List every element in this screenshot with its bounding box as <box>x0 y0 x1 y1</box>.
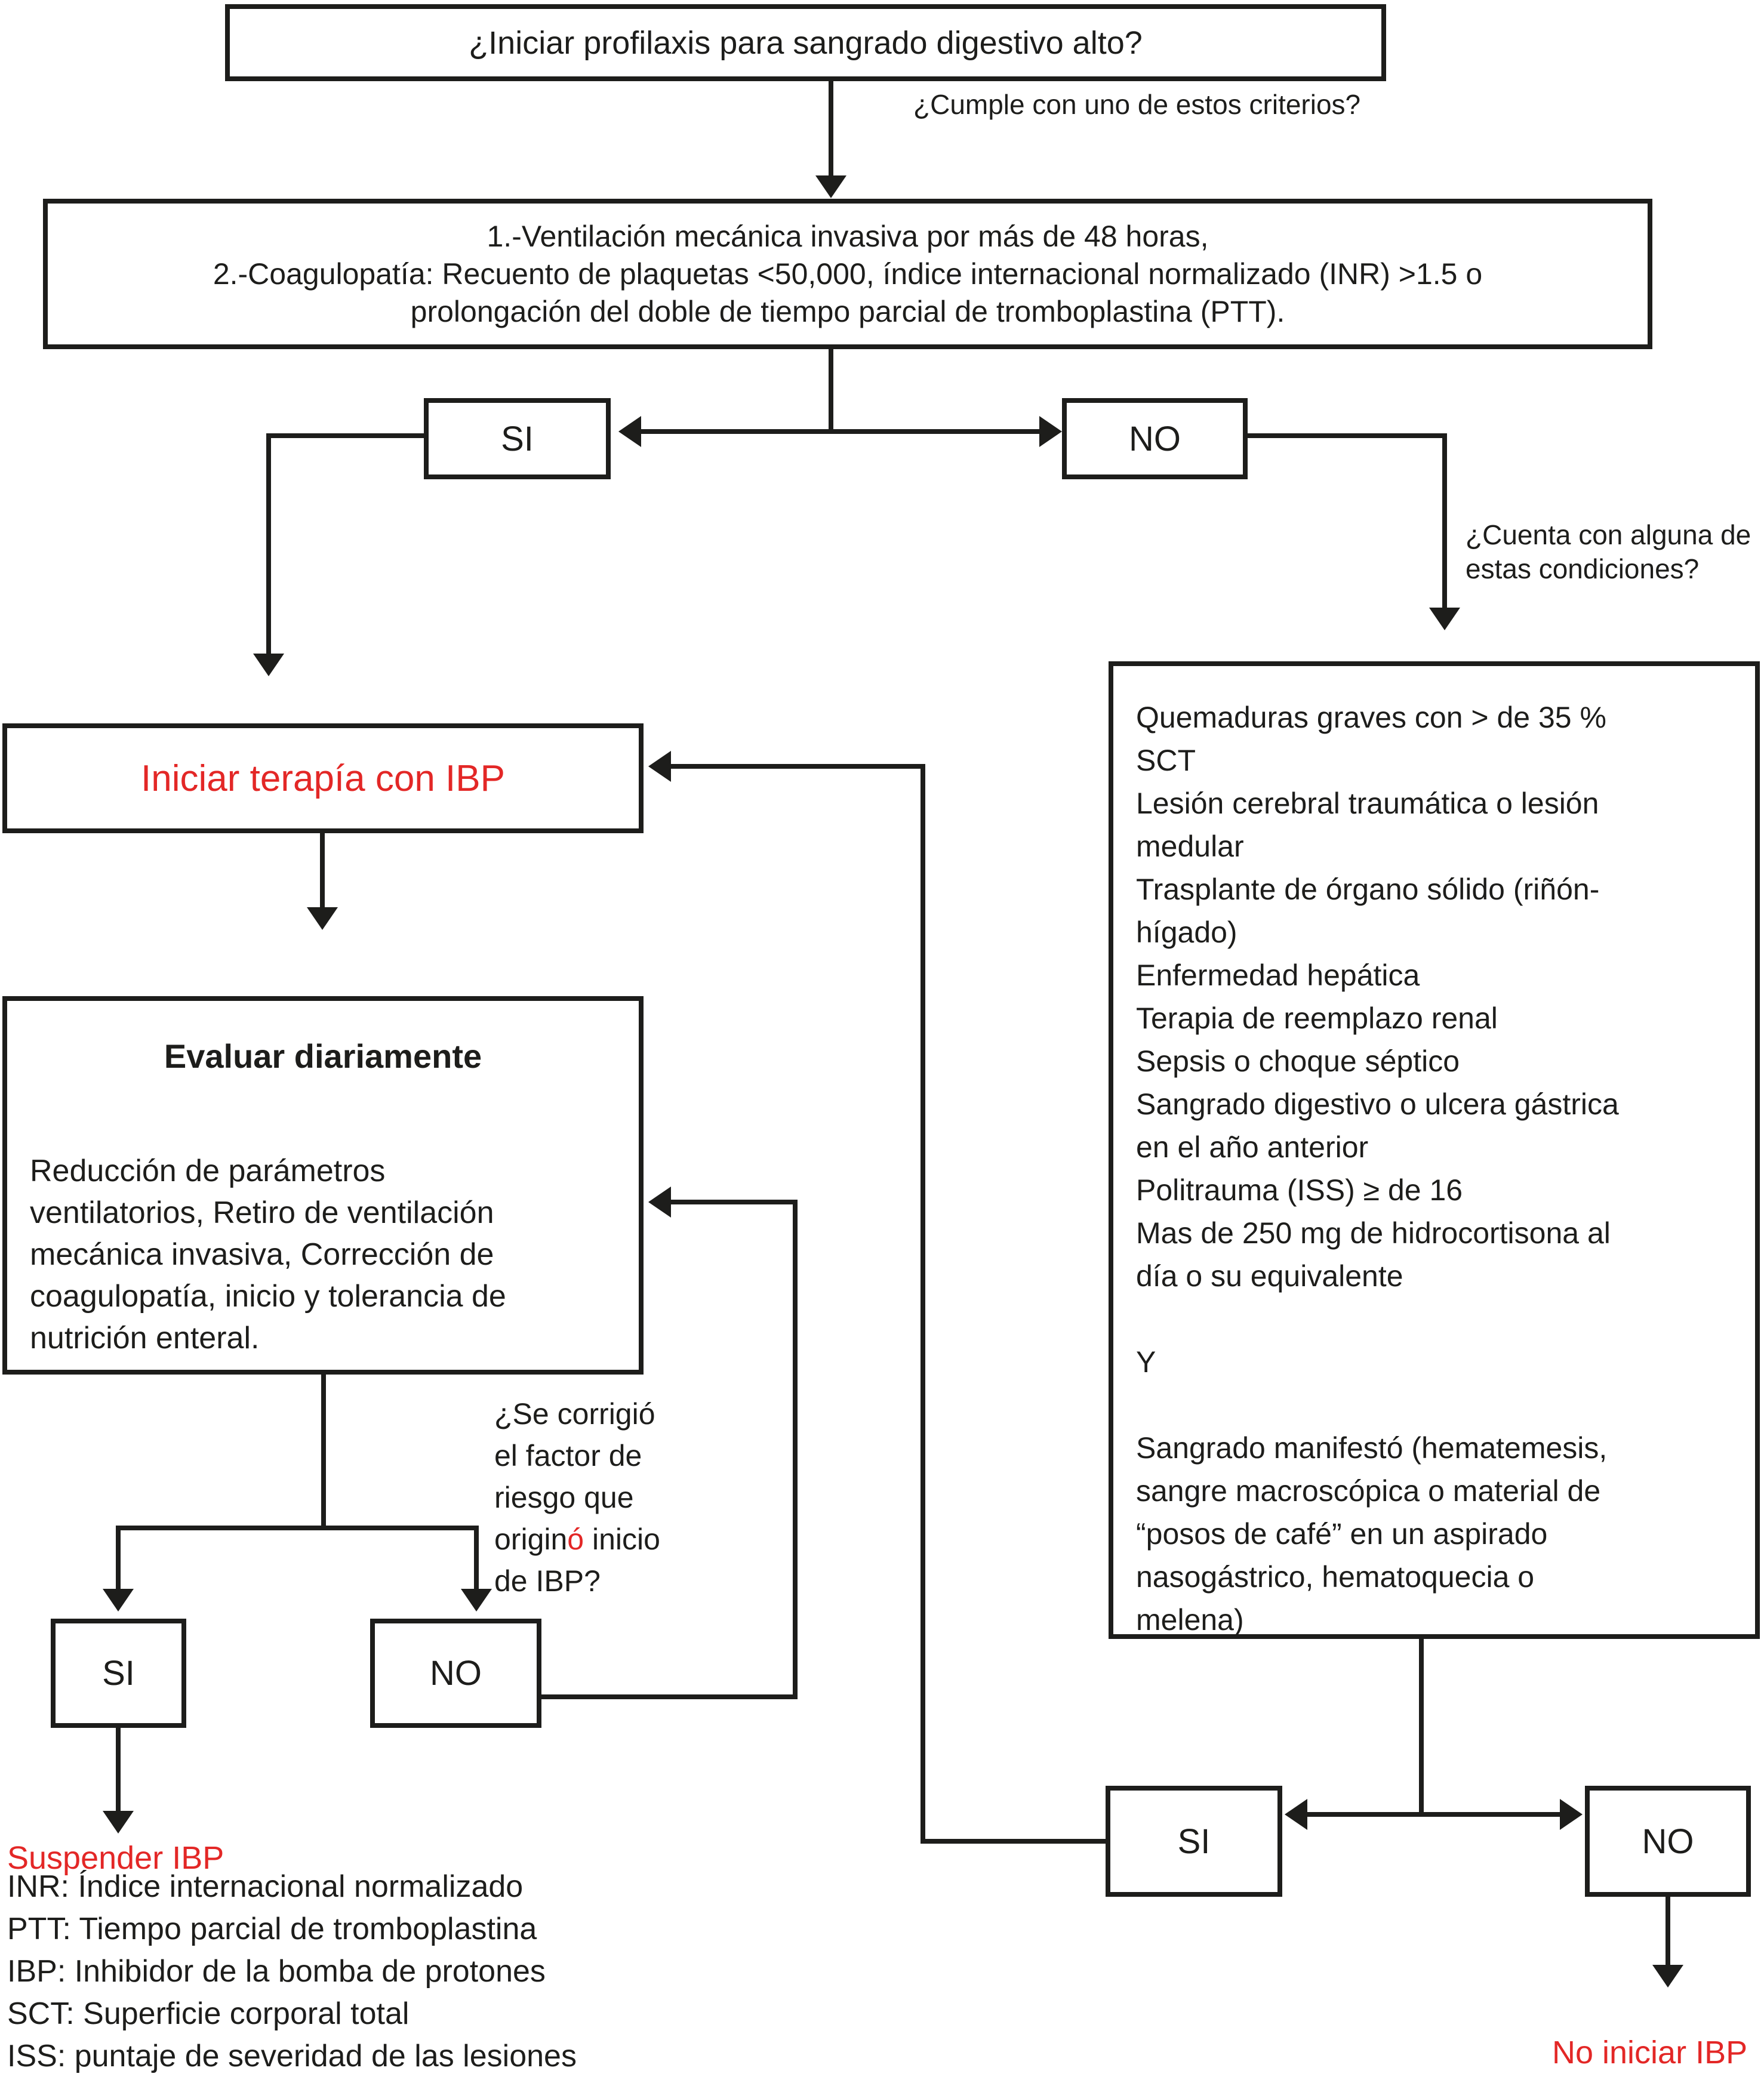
risk-corrected-question-part1: ¿Se corrigió el factor de riesgo que ori… <box>494 1397 655 1556</box>
connector-sibot-left <box>923 1839 1106 1844</box>
suspend-ppi-label: Suspender IBP <box>7 1840 224 1876</box>
arrowhead-into-evaluar <box>648 1187 671 1218</box>
arrowhead-si-down <box>253 654 284 676</box>
no-box-criteria: NO <box>1062 398 1248 479</box>
start-question-box: ¿Iniciar profilaxis para sangrado digest… <box>225 4 1386 81</box>
connector-si-left <box>269 433 424 438</box>
evaluate-daily-body: Reducción de parámetros ventilatorios, R… <box>30 1154 506 1355</box>
risk-corrected-question: ¿Se corrigió el factor de riesgo que ori… <box>494 1393 660 1602</box>
connector-si-down <box>266 433 271 655</box>
arrowhead-no-down <box>1429 608 1460 630</box>
no-box-conditions: NO <box>1585 1786 1751 1897</box>
si-box-conditions: SI <box>1106 1786 1282 1897</box>
arrowhead-iniciar-evaluar <box>307 907 338 930</box>
si-box-corrected: SI <box>51 1619 186 1728</box>
si-label: SI <box>102 1654 135 1693</box>
connector-conditions-down <box>1419 1639 1424 1817</box>
start-question-text: ¿Iniciar profilaxis para sangrado digest… <box>469 24 1143 61</box>
no-start-ppi-label: No iniciar IBP <box>1552 2035 1748 2070</box>
abbreviations-legend: INR: Índice internacional normalizado PT… <box>7 1869 577 2073</box>
no-label: NO <box>430 1654 482 1693</box>
arrowhead-branch-no <box>461 1589 492 1611</box>
connector-no-down <box>1442 433 1447 609</box>
connector-evaluar-down <box>321 1375 326 1530</box>
risk-conditions-box: Quemaduras graves con > de 35 % SCT Lesi… <box>1109 661 1760 1639</box>
arrowhead-title-criteria <box>815 175 846 198</box>
risk-conditions-text: Quemaduras graves con > de 35 % SCT Lesi… <box>1136 701 1619 1637</box>
connector-nomid-up <box>793 1200 798 1699</box>
connector-branch-no <box>474 1526 479 1589</box>
arrowhead-to-no-bottom <box>1560 1799 1583 1830</box>
arrowhead-suspender <box>103 1811 134 1834</box>
no-label: NO <box>1129 419 1181 458</box>
criteria-box: 1.-Ventilación mecánica invasiva por más… <box>43 199 1652 349</box>
no-label: NO <box>1642 1822 1694 1861</box>
connector-branch-horizontal <box>116 1526 479 1530</box>
arrowhead-to-no-top <box>1039 416 1062 447</box>
evaluate-daily-title: Evaluar diariamente <box>164 1037 482 1075</box>
criteria-question-label: ¿Cumple con uno de estos criterios? <box>913 89 1361 120</box>
connector-iniciar-evaluar <box>320 833 325 908</box>
arrowhead-to-si-top <box>618 416 641 447</box>
connector-branch-si <box>116 1526 121 1589</box>
connector-sibot-into-iniciar <box>669 764 925 769</box>
risk-corrected-question-part2: inicio de IBP? <box>494 1523 660 1598</box>
connector-title-criteria <box>829 81 833 177</box>
criteria-text: 1.-Ventilación mecánica invasiva por más… <box>213 219 1483 328</box>
arrowhead-no-iniciar <box>1652 1965 1683 1988</box>
connector-nomid-into-evaluar <box>669 1200 798 1204</box>
start-ppi-therapy-box: Iniciar terapía con IBP <box>2 723 644 833</box>
arrowhead-branch-si <box>103 1589 134 1611</box>
connector-nomid-right <box>541 1694 798 1699</box>
arrowhead-to-si-bottom <box>1285 1799 1307 1830</box>
evaluate-daily-box: Evaluar diariamente Reducción de parámet… <box>2 996 644 1375</box>
conditions-question-label: ¿Cuenta con alguna de estas condiciones? <box>1466 519 1751 584</box>
risk-corrected-question-red-accent: ó <box>567 1523 584 1556</box>
connector-simid-down <box>116 1728 121 1812</box>
no-box-corrected: NO <box>370 1619 541 1728</box>
arrowhead-into-iniciar <box>648 751 671 782</box>
si-label: SI <box>1177 1822 1211 1861</box>
si-label: SI <box>501 419 534 458</box>
connector-nobot-down <box>1666 1897 1670 1966</box>
si-box-criteria: SI <box>424 398 611 479</box>
connector-sibot-up <box>921 764 925 1844</box>
connector-criteria-split <box>829 349 833 429</box>
start-ppi-therapy-text: Iniciar terapía con IBP <box>141 757 505 799</box>
connector-split-horizontal <box>639 429 1042 434</box>
connector-no-right <box>1248 433 1447 438</box>
connector-bottom-split <box>1305 1812 1562 1817</box>
